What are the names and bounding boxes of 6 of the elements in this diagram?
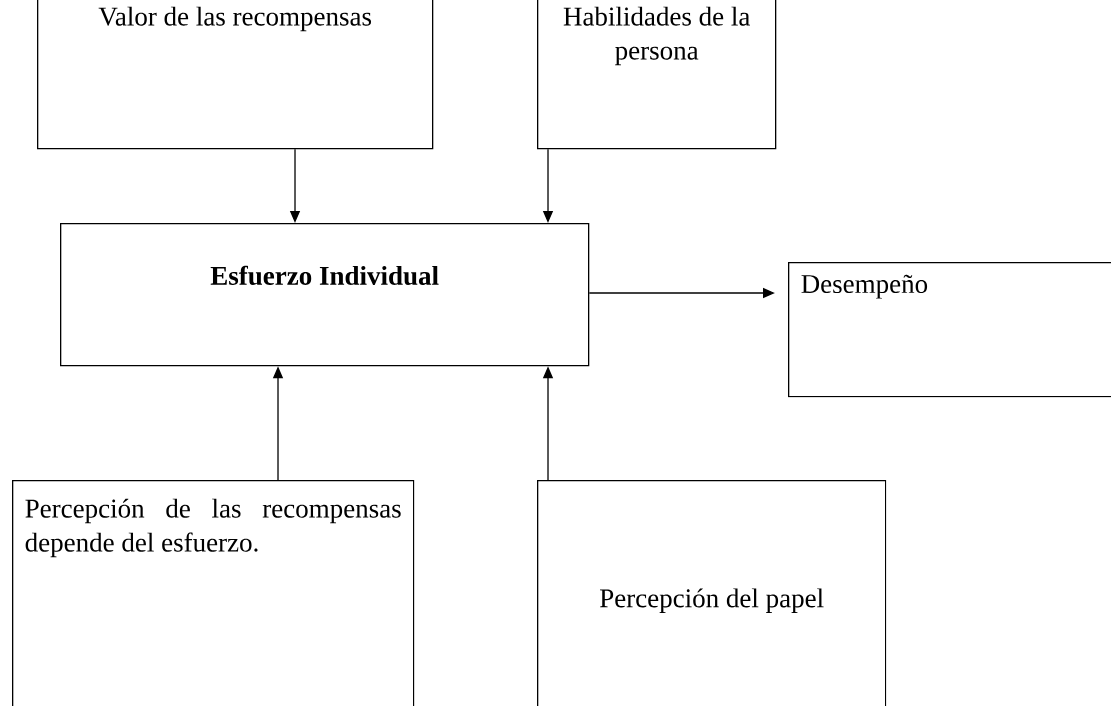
box: Desempeño: [788, 262, 1111, 398]
box: Esfuerzo Individual: [60, 223, 590, 367]
box: Habilidades de la persona: [537, 0, 777, 150]
box: Valor de las recompensas: [37, 0, 434, 150]
box: Percepción de las recompensas depende del esfuerzo.: [12, 480, 415, 706]
box: Percepción del papel: [537, 480, 887, 706]
